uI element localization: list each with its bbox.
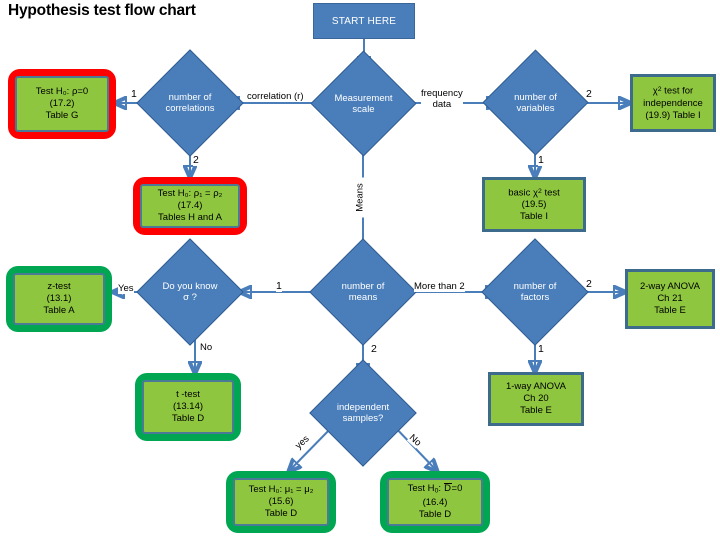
edge-label-variables-two: 2 <box>586 88 592 100</box>
two-way-line3: Table E <box>654 305 686 316</box>
diamond-shape <box>482 49 589 156</box>
do-you-know-sigma-diamond[interactable]: Do you know σ ? <box>136 238 244 346</box>
edge-label-correlations-two: 2 <box>193 154 199 166</box>
edge-label-correlations-one: 1 <box>131 88 137 100</box>
test-rho-zero-inner: Test H₀: ρ=0 (17.2) Table G <box>15 76 109 132</box>
test-rho-zero-line1: Test H₀: ρ=0 <box>35 86 89 97</box>
edge-label-yes-sigma: Yes <box>118 283 134 294</box>
test-rho1-rho2-box[interactable]: Test H₀: ρ₁ = ρ₂ (17.4) Tables H and A <box>133 177 247 235</box>
test-dbar-zero-box[interactable]: Test H0: D=0 (16.4) Table D <box>380 471 490 533</box>
diamond-shape <box>481 238 589 346</box>
test-rho1-rho2-line2: (17.4) <box>177 200 203 211</box>
test-dbar-line3: Table D <box>418 509 452 521</box>
edge-label-more-than-two: More than 2 <box>414 281 465 292</box>
freq-line2: data <box>432 99 452 110</box>
independent-samples-diamond[interactable]: independent samples? <box>309 359 417 467</box>
test-mu1-mu2-inner: Test H₀: μ₁ = μ₂ (15.6) Table D <box>233 478 329 526</box>
chi-ind-line3: (19.9) Table I <box>645 109 701 121</box>
t-test-box[interactable]: t -test (13.14) Table D <box>135 373 241 441</box>
t-test-inner: t -test (13.14) Table D <box>142 380 234 434</box>
diamond-shape <box>136 49 244 157</box>
edge-label-means-one: 1 <box>276 280 282 292</box>
number-of-means-diamond[interactable]: number of means <box>309 238 417 346</box>
test-mu-line1: Test H₀: μ₁ = μ₂ <box>248 484 314 495</box>
edge-label-frequency-data: frequency data <box>421 88 463 110</box>
freq-line1: frequency <box>421 88 463 99</box>
test-rho-zero-box[interactable]: Test H₀: ρ=0 (17.2) Table G <box>8 69 116 139</box>
diamond-shape <box>309 238 417 346</box>
chi-ind-line1: χ2 test for <box>652 85 694 97</box>
start-here-label: START HERE <box>331 15 397 27</box>
test-rho1-rho2-line3: Tables H and A <box>158 212 222 223</box>
start-here-box[interactable]: START HERE <box>313 3 415 39</box>
edge-label-factors-one: 1 <box>538 343 544 355</box>
test-mu-line2: (15.6) <box>268 496 294 507</box>
chi-ind-line2: independence <box>643 97 703 109</box>
edge-label-factors-two: 2 <box>586 278 592 290</box>
diamond-shape <box>309 359 417 467</box>
test-rho1-rho2-line1: Test H₀: ρ₁ = ρ₂ <box>157 188 223 199</box>
two-way-anova-box[interactable]: 2-way ANOVA Ch 21 Table E <box>625 269 715 329</box>
number-of-factors-diamond[interactable]: number of factors <box>481 238 589 346</box>
diamond-shape <box>310 50 417 157</box>
t-test-line1: t -test <box>176 389 200 400</box>
two-way-line2: Ch 21 <box>657 293 683 304</box>
test-mu-line3: Table D <box>264 508 298 519</box>
chi-square-independence-box[interactable]: χ2 test for independence (19.9) Table I <box>630 74 716 132</box>
page-title: Hypothesis test flow chart <box>8 2 196 19</box>
test-dbar-zero-inner: Test H0: D=0 (16.4) Table D <box>387 478 483 526</box>
chi-basic-line1: basic χ2 test <box>508 187 560 199</box>
edge-label-correlation-r: correlation (r) <box>247 91 304 102</box>
z-test-box[interactable]: z-test (13.1) Table A <box>6 266 112 332</box>
test-dbar-line2: (16.4) <box>422 497 448 509</box>
diamond-shape <box>136 238 244 346</box>
test-rho1-rho2-inner: Test H₀: ρ₁ = ρ₂ (17.4) Tables H and A <box>140 184 240 228</box>
one-way-line2: Ch 20 <box>523 393 549 404</box>
edge-label-means-two: 2 <box>371 343 377 355</box>
test-dbar-line1: Test H0: D=0 <box>407 482 463 495</box>
measurement-scale-diamond[interactable]: Measurement scale <box>310 50 417 157</box>
z-test-line1: z-test <box>47 281 71 292</box>
test-mu1-mu2-box[interactable]: Test H₀: μ₁ = μ₂ (15.6) Table D <box>226 471 336 533</box>
two-way-line1: 2-way ANOVA <box>639 281 700 292</box>
chi-basic-line3: Table I <box>519 211 548 223</box>
edge-label-no-sigma: No <box>200 342 213 353</box>
number-of-correlations-diamond[interactable]: number of correlations <box>136 49 244 157</box>
t-test-line2: (13.14) <box>172 401 204 412</box>
chi-basic-line2: (19.5) <box>521 199 547 211</box>
test-rho-zero-line2: (17.2) <box>49 98 75 109</box>
one-way-line3: Table E <box>520 405 552 416</box>
edge-label-variables-one: 1 <box>538 154 544 166</box>
test-rho-zero-line3: Table G <box>45 110 79 121</box>
edge-label-means: Means <box>354 177 366 218</box>
number-of-variables-diamond[interactable]: number of variables <box>482 49 589 156</box>
t-test-line3: Table D <box>171 413 205 424</box>
z-test-inner: z-test (13.1) Table A <box>13 273 105 325</box>
basic-chi-square-box[interactable]: basic χ2 test (19.5) Table I <box>482 177 586 232</box>
z-test-line2: (13.1) <box>46 293 72 304</box>
one-way-line1: 1-way ANOVA <box>505 381 566 392</box>
z-test-line3: Table A <box>43 305 75 316</box>
one-way-anova-box[interactable]: 1-way ANOVA Ch 20 Table E <box>488 372 584 426</box>
